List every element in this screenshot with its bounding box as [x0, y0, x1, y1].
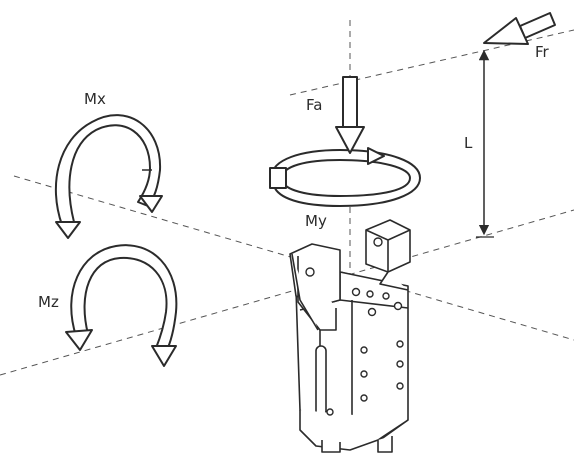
mz-moment-arrow	[65, 244, 178, 367]
label-mx: Mx	[84, 90, 106, 108]
gripper-body	[289, 219, 411, 453]
fr-force-arrow	[483, 12, 556, 45]
screw-holes	[305, 237, 404, 416]
label-l: L	[464, 134, 473, 152]
label-fa: Fa	[306, 96, 322, 114]
my-moment-arrow	[269, 147, 421, 207]
label-fr: Fr	[535, 43, 550, 61]
l-dimension-arrow	[476, 49, 494, 238]
mx-moment-arrow	[55, 114, 163, 239]
upper-reference-line	[289, 29, 574, 96]
label-my: My	[305, 212, 327, 230]
fa-force-arrow	[335, 76, 365, 154]
label-mz: Mz	[38, 293, 59, 311]
